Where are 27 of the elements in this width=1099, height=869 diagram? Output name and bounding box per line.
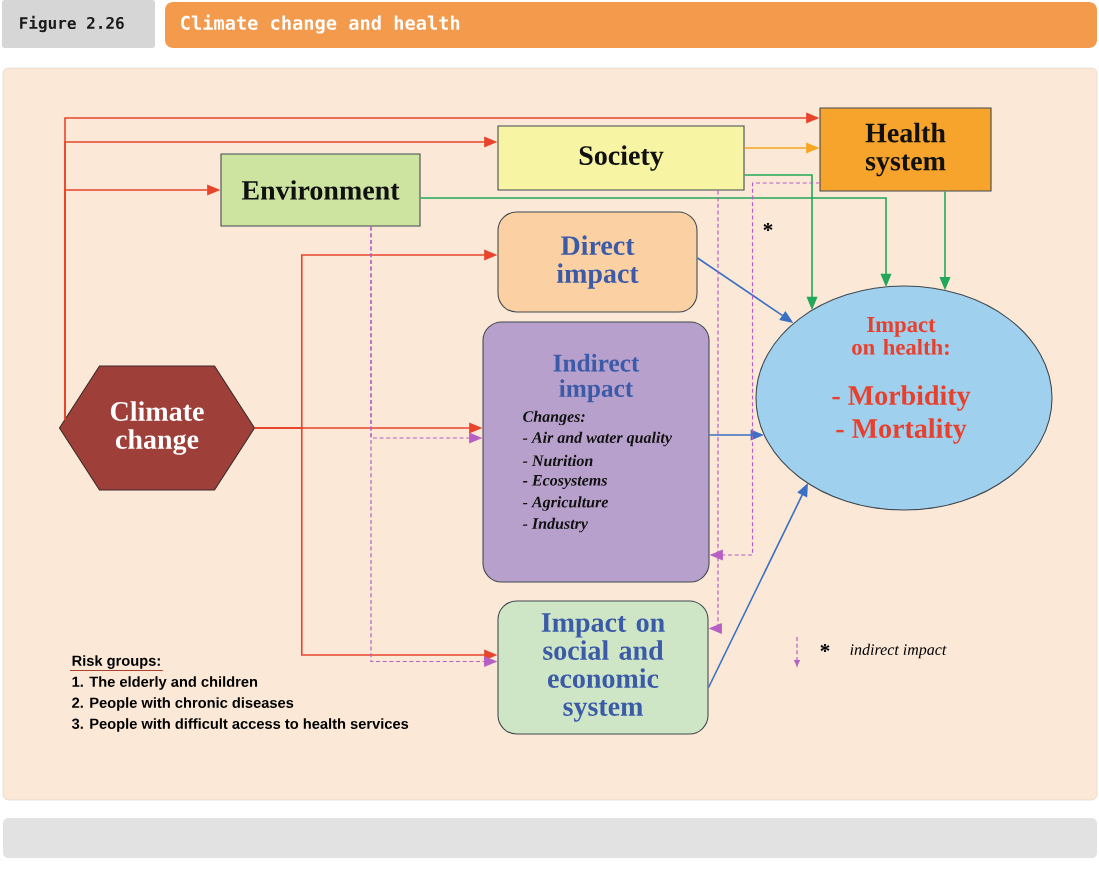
- figure-tab: Figure 2.26: [2, 0, 155, 48]
- list-item: - Industry: [522, 517, 588, 533]
- list-item: - Mortality: [836, 418, 967, 444]
- ellipse-heading: Impact on health:: [852, 317, 949, 355]
- list-item: - Agriculture: [522, 496, 609, 511]
- list-heading: Changes:: [523, 410, 585, 426]
- list-heading: Risk groups:: [69, 655, 164, 671]
- list-item: 3. People with difficult access to health services: [71, 718, 409, 732]
- hexagon-node: Climate change: [58, 365, 256, 491]
- list-item: - Air and water quality: [522, 431, 672, 447]
- rounded-box: Direct impact: [497, 211, 698, 313]
- list-item: - Morbidity: [832, 385, 971, 411]
- ellipse-node: [755, 285, 1053, 511]
- process-box: Environment: [220, 153, 421, 227]
- list-item: 2. People with chronic diseases: [72, 697, 294, 711]
- asterisk-mark: *: [763, 222, 773, 231]
- title-bar: Climate change and health: [165, 2, 1097, 48]
- box-title: Indirect impact: [553, 353, 640, 403]
- rounded-box: [482, 321, 710, 583]
- list-item: 1. The elderly and children: [72, 676, 258, 690]
- asterisk-mark: *: [820, 643, 830, 652]
- rounded-box: Impact on social and economic system: [497, 600, 709, 735]
- list-item: - Ecosystems: [522, 475, 607, 489]
- process-box: Health system: [819, 107, 992, 192]
- list-item: - Nutrition: [522, 454, 593, 467]
- process-box: Society: [497, 125, 745, 191]
- legend-text: indirect impact: [850, 643, 947, 659]
